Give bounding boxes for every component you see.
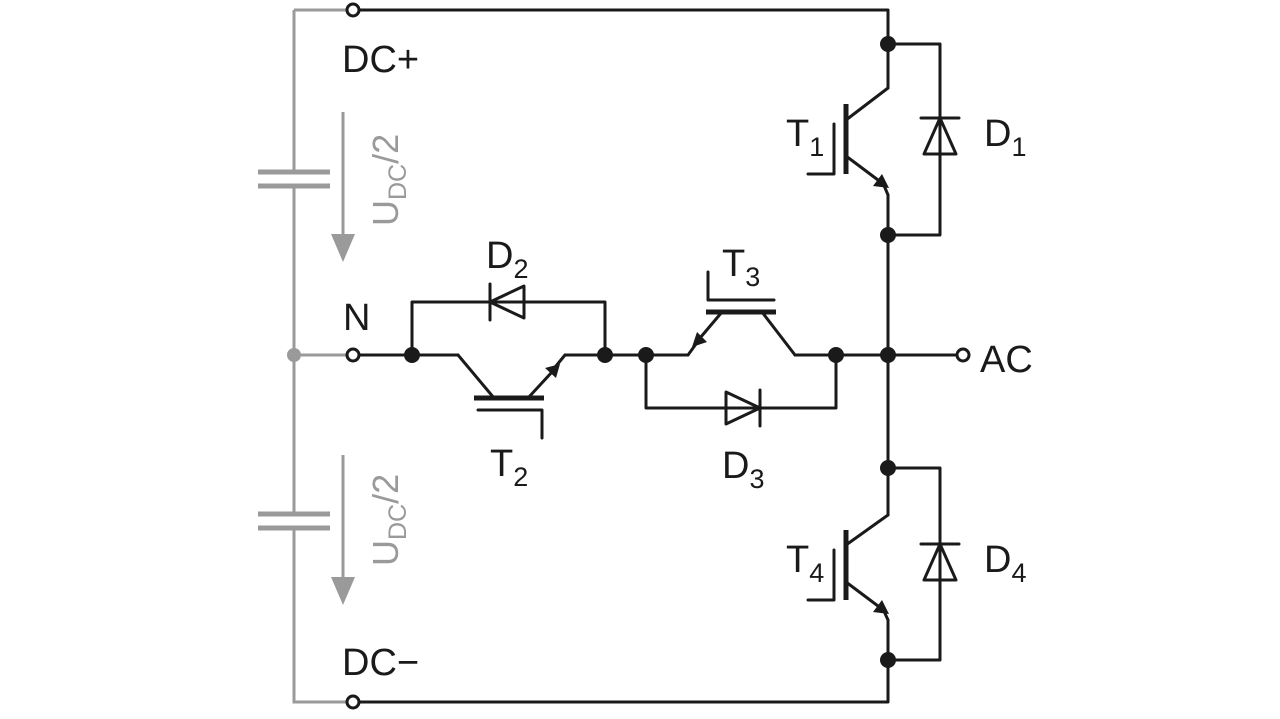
dc-minus-label: DC− (342, 642, 419, 684)
dc-plus-terminal (345, 2, 361, 18)
dc-minus-terminal (345, 694, 361, 710)
upper-voltage-label: UDC/2 (365, 134, 412, 226)
t3-label: T3 (722, 243, 760, 292)
d4-label: D4 (984, 539, 1026, 588)
transistor-t2 (456, 353, 567, 440)
transistor-t3 (686, 270, 797, 357)
t4-label: T4 (786, 539, 824, 588)
neutral-junction-dot (287, 348, 301, 362)
transistor-t4 (806, 473, 890, 622)
diode-d4 (919, 542, 961, 582)
transistor-t1 (806, 86, 890, 197)
d2-label: D2 (486, 235, 528, 284)
neutral-label: N (343, 297, 370, 339)
lower-voltage-label: UDC/2 (365, 474, 412, 566)
dc-link-capacitors (258, 8, 353, 704)
lower-voltage-arrow (331, 455, 355, 605)
t2-label: T2 (490, 443, 528, 492)
ac-terminal (955, 347, 971, 363)
diode-d2 (488, 282, 526, 322)
diode-d3 (724, 388, 762, 428)
d1-label: D1 (984, 113, 1026, 162)
dc-plus-label: DC+ (342, 39, 419, 81)
junction-dots (404, 36, 896, 668)
upper-voltage-arrow (331, 112, 355, 262)
diode-d1 (919, 116, 961, 156)
t1-label: T1 (786, 113, 824, 162)
d3-label: D3 (722, 445, 764, 494)
neutral-terminal (345, 347, 361, 363)
ac-label: AC (980, 339, 1033, 381)
